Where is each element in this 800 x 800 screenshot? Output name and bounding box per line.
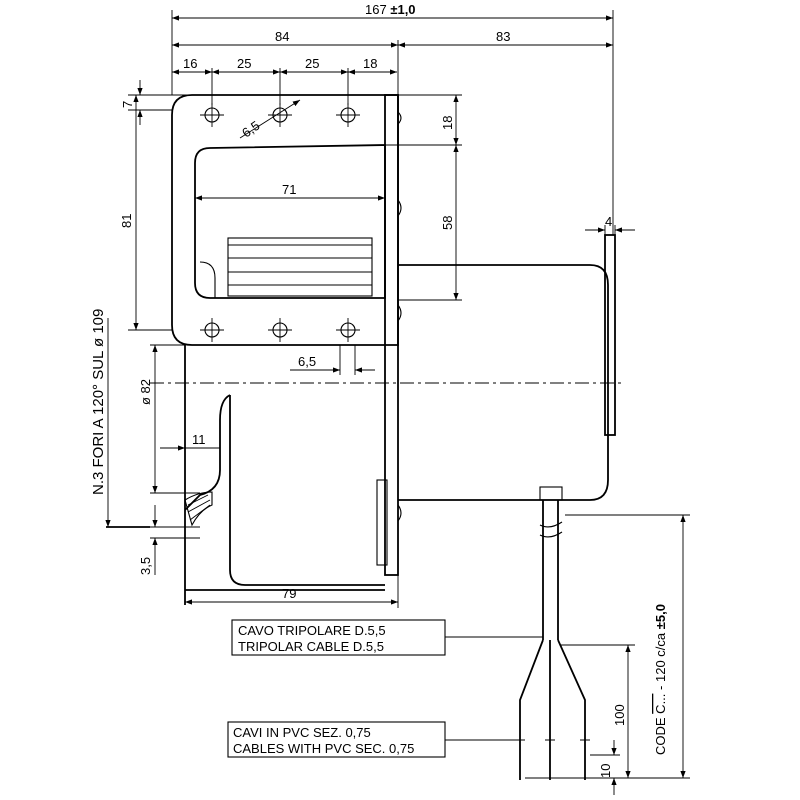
dim-hole-spacing-3: 25 bbox=[305, 56, 319, 71]
side-plate bbox=[384, 94, 399, 576]
dim-hole-spacing-2: 25 bbox=[237, 56, 251, 71]
dim-flange-length: 84 bbox=[275, 29, 289, 44]
cable-label-line2: TRIPOLAR CABLE D.5,5 bbox=[238, 639, 384, 654]
dim-motor-length: 83 bbox=[496, 29, 510, 44]
dim-wire-end: 10 bbox=[598, 764, 613, 778]
mounting-holes bbox=[200, 103, 360, 342]
mounting-holes-note: N.3 FORI A 120° SUL ø 109 bbox=[90, 309, 107, 495]
dimension-lines bbox=[105, 10, 690, 795]
dim-housing-depth: 79 bbox=[282, 586, 296, 601]
dim-flange-height: 81 bbox=[119, 214, 134, 228]
cable-code-note: CODE C... - 120 c/ca ±5,0 bbox=[653, 604, 668, 755]
dim-hole-dia-top: 6,5 bbox=[239, 118, 262, 141]
dim-top-offset: 7 bbox=[120, 101, 135, 108]
outlet-grille bbox=[227, 237, 373, 297]
dim-hole-dia-bottom: 6,5 bbox=[298, 354, 316, 369]
wires-label-line1: CAVI IN PVC SEZ. 0,75 bbox=[233, 725, 371, 740]
wires-label-box bbox=[227, 721, 446, 758]
dim-upper-offset: 18 bbox=[440, 116, 455, 130]
cable-label-line1: CAVO TRIPOLARE D.5,5 bbox=[238, 623, 386, 638]
outlet-opening bbox=[194, 144, 386, 299]
cable-label-box bbox=[231, 619, 446, 656]
dim-spigot-depth: 11 bbox=[192, 432, 206, 447]
dim-hole-spacing-1: 16 bbox=[183, 56, 197, 71]
dim-outlet-width: 71 bbox=[282, 182, 296, 197]
dim-overall: 167 ±1,0 bbox=[365, 2, 416, 17]
cable bbox=[515, 500, 590, 780]
flange-plate bbox=[171, 94, 399, 346]
lower-housing bbox=[184, 345, 385, 605]
dim-strip-length: 100 bbox=[612, 704, 627, 726]
motor-cap bbox=[604, 234, 616, 436]
dim-wall-thickness: 3,5 bbox=[138, 557, 153, 575]
wires-label-line2: CABLES WITH PVC SEC. 0,75 bbox=[233, 741, 414, 756]
dim-spigot-diameter: ø 82 bbox=[138, 379, 153, 405]
dim-outlet-height: 58 bbox=[440, 216, 455, 230]
dim-cap-thickness: 4 bbox=[605, 214, 612, 229]
dim-hole-spacing-4: 18 bbox=[363, 56, 377, 71]
